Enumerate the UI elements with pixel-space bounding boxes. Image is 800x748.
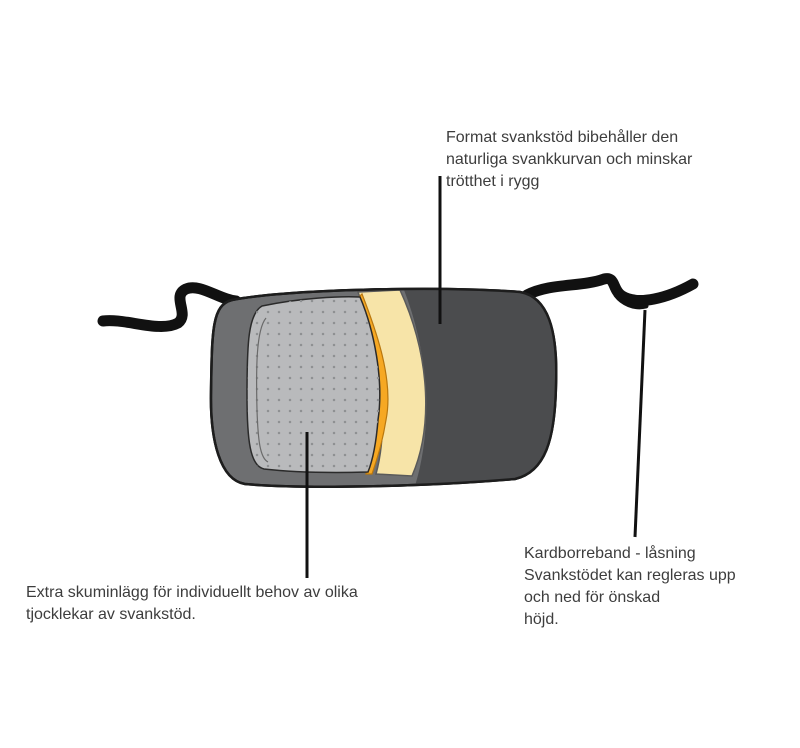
callout-velcro-strap: Kardborreband - låsning Svankstödet kan … — [524, 543, 736, 631]
callout-velcro-strap-line-1: Kardborreband - låsning — [524, 545, 696, 562]
leader-line-strap — [633, 309, 647, 538]
callout-velcro-strap-line-4: höjd. — [524, 611, 559, 628]
callout-lumbar-support-line-1: Format svankstöd bibehåller den — [446, 129, 679, 146]
foam-insert-dots — [247, 296, 380, 473]
callout-foam-insert: Extra skuminlägg för individuellt behov … — [26, 582, 358, 626]
foam-insert-edge — [255, 317, 269, 463]
cushion-dark-section — [400, 288, 557, 487]
callout-lumbar-support-line-3: trötthet i rygg — [446, 173, 540, 190]
callout-velcro-strap-line-3: och ned för önskad — [524, 589, 661, 606]
callout-foam-insert-line-2: tjocklekar av svankstöd. — [26, 606, 196, 623]
callout-foam-insert-line-1: Extra skuminlägg för individuellt behov … — [26, 584, 358, 601]
callout-lumbar-support: Format svankstöd bibehåller den naturlig… — [446, 127, 692, 193]
right-strap-buckle — [613, 292, 649, 310]
right-strap — [521, 273, 699, 306]
cushion-body — [209, 287, 558, 488]
left-strap — [97, 282, 242, 332]
callout-velcro-strap-line-2: Svankstödet kan regleras upp — [524, 567, 736, 584]
callout-lumbar-support-line-2: naturliga svankkurvan och minskar — [446, 151, 693, 168]
